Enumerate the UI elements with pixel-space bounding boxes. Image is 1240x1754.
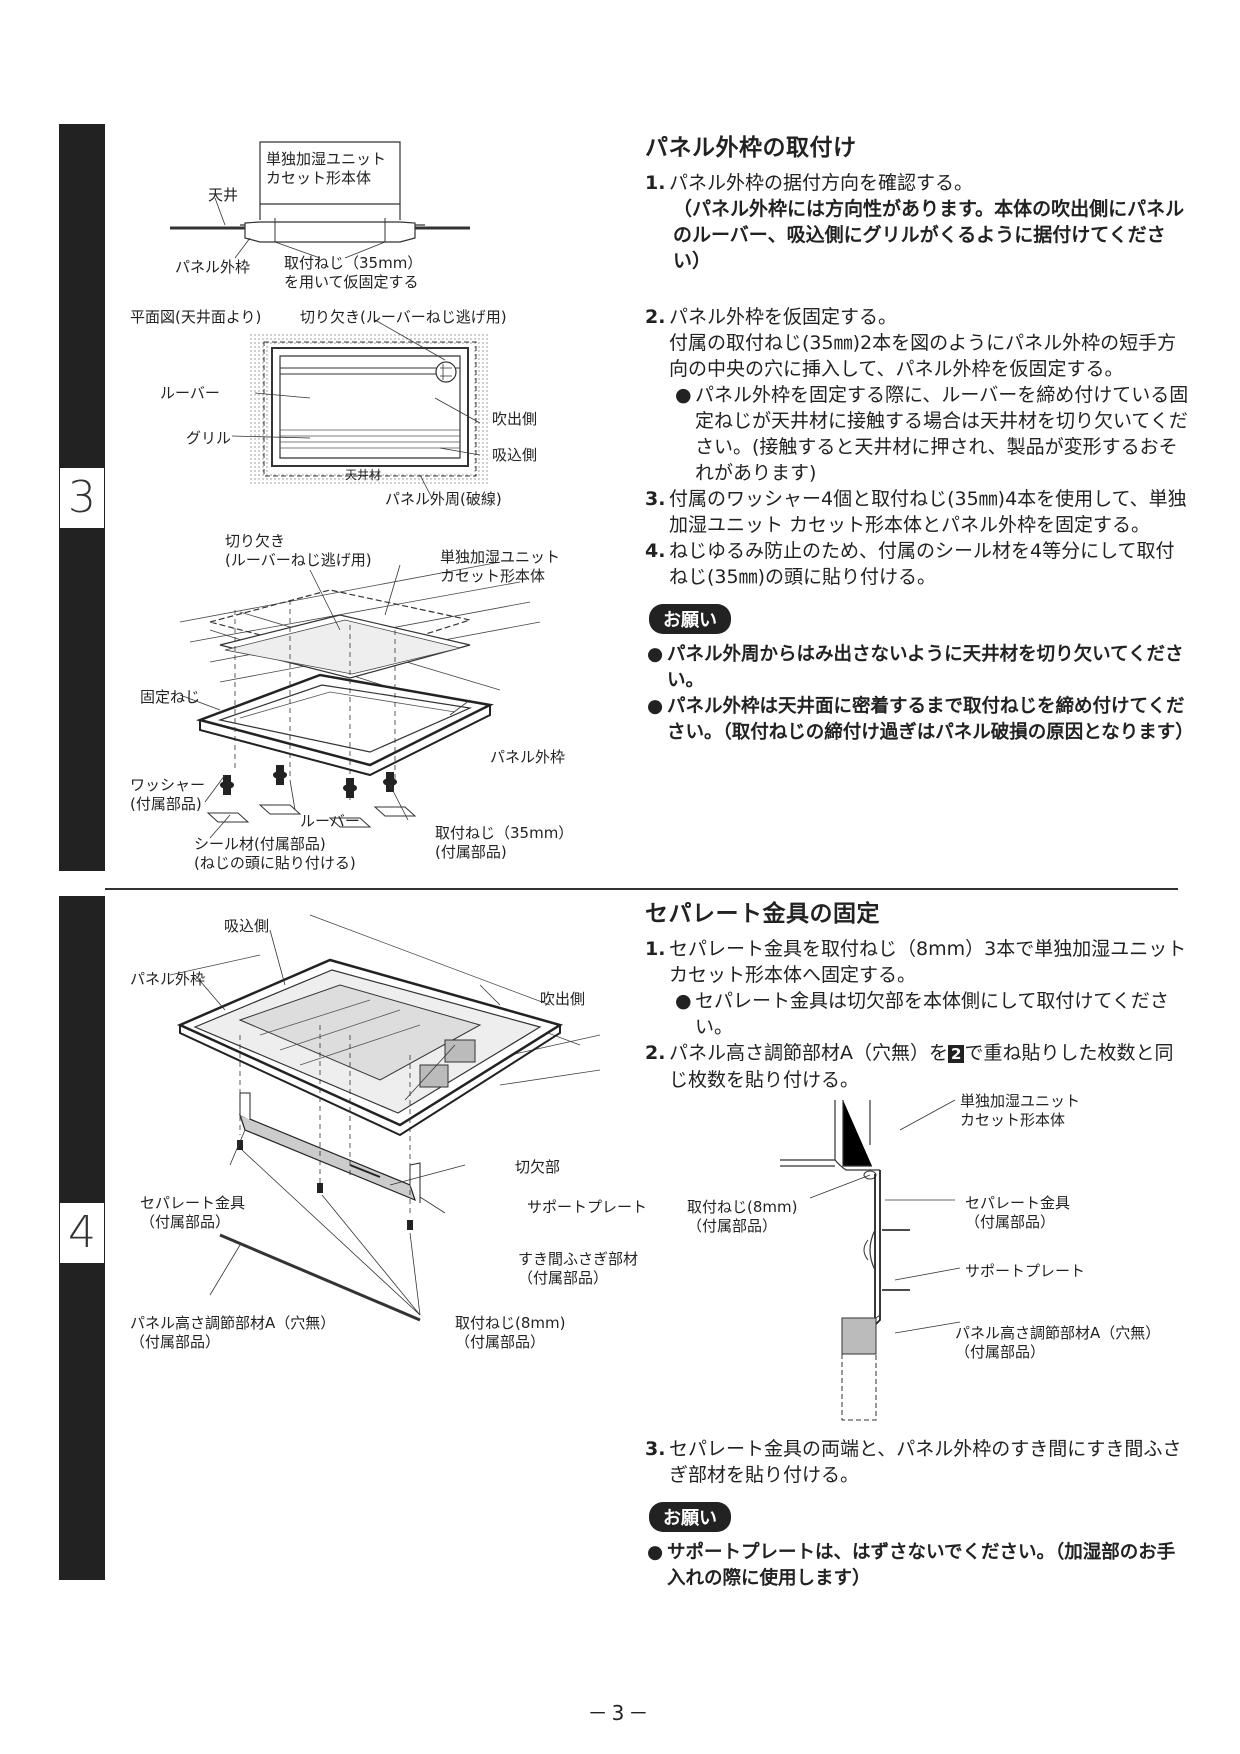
page-number: －3－: [587, 1701, 653, 1725]
label-exploded-unit: 単独加湿ユニット カセット形本体: [440, 548, 561, 585]
step-ref-badge: 2: [948, 1045, 965, 1063]
section-3-step-4: 4.ねじゆるみ防止のため、付属のシール材を4等分にして取付ねじ(35㎜)の頭に貼…: [645, 540, 1175, 588]
section-4-text-bottom: 3.セパレート金具の両端と、パネル外枠のすき間にすき間ふさぎ部材を貼り付ける。 …: [645, 1436, 1190, 1592]
figure-bracket-section: [780, 1100, 910, 1430]
section-3-text: パネル外枠の取付け 1.パネル外枠の据付方向を確認する。 （パネル外枠には方向性…: [645, 128, 1194, 746]
section-3-step-3: 3.付属のワッシャー4個と取付ねじ(35㎜)4本を使用して、単独加湿ユニット カ…: [645, 488, 1187, 536]
figure-exploded-view: [180, 570, 530, 830]
label-seal: シール材(付属部品) (ねじの頭に貼り付ける): [194, 835, 356, 872]
label-ceiling: 天井: [208, 186, 239, 204]
label-plan-inlet: 吸込側: [492, 446, 538, 464]
section-4-note-1: ●サポートプレートは、はずさないでください。（加湿部のお手入れの際に使用します）: [647, 1542, 1176, 1589]
label-exploded-panel-frame: パネル外枠: [490, 748, 566, 766]
section-divider: [105, 888, 1178, 890]
label-plan-outline: パネル外周(破線): [385, 490, 502, 508]
section-3-step-1: 1.パネル外枠の据付方向を確認する。: [645, 172, 974, 194]
label-plan-outlet: 吹出側: [492, 410, 538, 428]
section-4-text-top: セパレート金具の固定 1.セパレート金具を取付ねじ（8mm）3本で単独加湿ユニッ…: [645, 894, 1190, 1093]
section-4-step-1-bullet: ●セパレート金具は切欠部を本体側にして取付けてください。: [675, 990, 1169, 1038]
label-screw-top: 取付ねじ（35mm） を用いて仮固定する: [284, 254, 423, 291]
label-r-support-plate: サポートプレート: [965, 1262, 1086, 1280]
section-4-step-3: 3.セパレート金具の両端と、パネル外枠のすき間にすき間ふさぎ部材を貼り付ける。: [645, 1438, 1182, 1486]
section-4-request-badge: お願い: [649, 1502, 731, 1532]
label-s4-panel-frame: パネル外枠: [130, 970, 206, 988]
label-plan-view: 平面図(天井面より): [130, 308, 262, 326]
label-s4-gap-filler: すき間ふさぎ部材 （付属部品）: [518, 1250, 639, 1287]
figure-plan-view: [250, 334, 490, 484]
figure-plan-leaders: [220, 320, 520, 510]
section-3-step-1-note: （パネル外枠には方向性があります。本体の吹出側にパネルのルーバー、吸込側にグリル…: [673, 198, 1185, 272]
label-r-screw: 取付ねじ(8mm) （付属部品）: [687, 1198, 798, 1235]
label-plan-notch: 切り欠き(ルーバーねじ逃げ用): [300, 308, 507, 326]
section-3-title: パネル外枠の取付け: [645, 135, 857, 161]
section-3-step-2-detail: 付属の取付ねじ(35㎜)2本を図のようにパネル外枠の短手方向の中央の穴に挿入して…: [669, 332, 1177, 380]
label-s4-screw: 取付ねじ(8mm) （付属部品）: [455, 1314, 566, 1351]
section-3-note-2: ●パネル外枠は天井面に密着するまで取付ねじを締め付けてください。（取付ねじの締付…: [647, 696, 1194, 743]
section-3-number: 3: [60, 468, 104, 528]
label-r-bracket: セパレート金具 （付属部品）: [965, 1194, 1071, 1231]
label-plan-louver: ルーバー: [160, 384, 220, 402]
label-exploded-louver: ルーバー: [300, 812, 360, 830]
section-3-note-1: ●パネル外周からはみ出さないように天井材を切り欠いてください。: [647, 644, 1184, 691]
label-plan-grill: グリル: [186, 429, 232, 447]
label-r-adjuster: パネル高さ調節部材A（穴無） （付属部品）: [955, 1324, 1161, 1361]
label-r-unit: 単独加湿ユニット カセット形本体: [960, 1092, 1081, 1129]
section-4-step-1: 1.セパレート金具を取付ねじ（8mm）3本で単独加湿ユニット カセット形本体へ固…: [645, 938, 1187, 986]
figure-separate-bracket: [170, 915, 600, 1385]
section-4-number: 4: [60, 1203, 104, 1263]
label-plan-ceiling-material: 天井材: [345, 468, 382, 482]
label-washer: ワッシャー (付属部品): [130, 776, 206, 813]
label-s4-outlet: 吹出側: [540, 990, 586, 1008]
section-3-step-2: 2.パネル外枠を仮固定する。: [645, 306, 898, 328]
figure-bracket-section-leaders: [800, 1100, 980, 1360]
label-s4-inlet: 吸込側: [224, 917, 270, 935]
label-panel-frame-top: パネル外枠: [175, 258, 251, 276]
label-unit-top: 単独加湿ユニット カセット形本体: [266, 150, 387, 187]
label-exploded-screw: 取付ねじ（35mm） (付属部品): [435, 824, 574, 861]
section-4-title: セパレート金具の固定: [645, 901, 880, 927]
label-s4-bracket: セパレート金具 （付属部品）: [140, 1194, 246, 1231]
section-3-step-2-bullet: ●パネル外枠を固定する際に、ルーバーを締め付けている固定ねじが天井材に接触する場…: [675, 384, 1189, 484]
label-exploded-notch: 切り欠き (ルーバーねじ逃げ用): [225, 532, 372, 569]
label-s4-adjuster: パネル高さ調節部材A（穴無） （付属部品）: [130, 1314, 336, 1351]
section-3-request-badge: お願い: [649, 604, 731, 634]
figure-cross-section: [170, 130, 470, 280]
label-s4-notch: 切欠部: [515, 1158, 561, 1176]
label-fixing-screw: 固定ねじ: [140, 688, 201, 706]
label-s4-support-plate: サポートプレート: [527, 1198, 648, 1216]
